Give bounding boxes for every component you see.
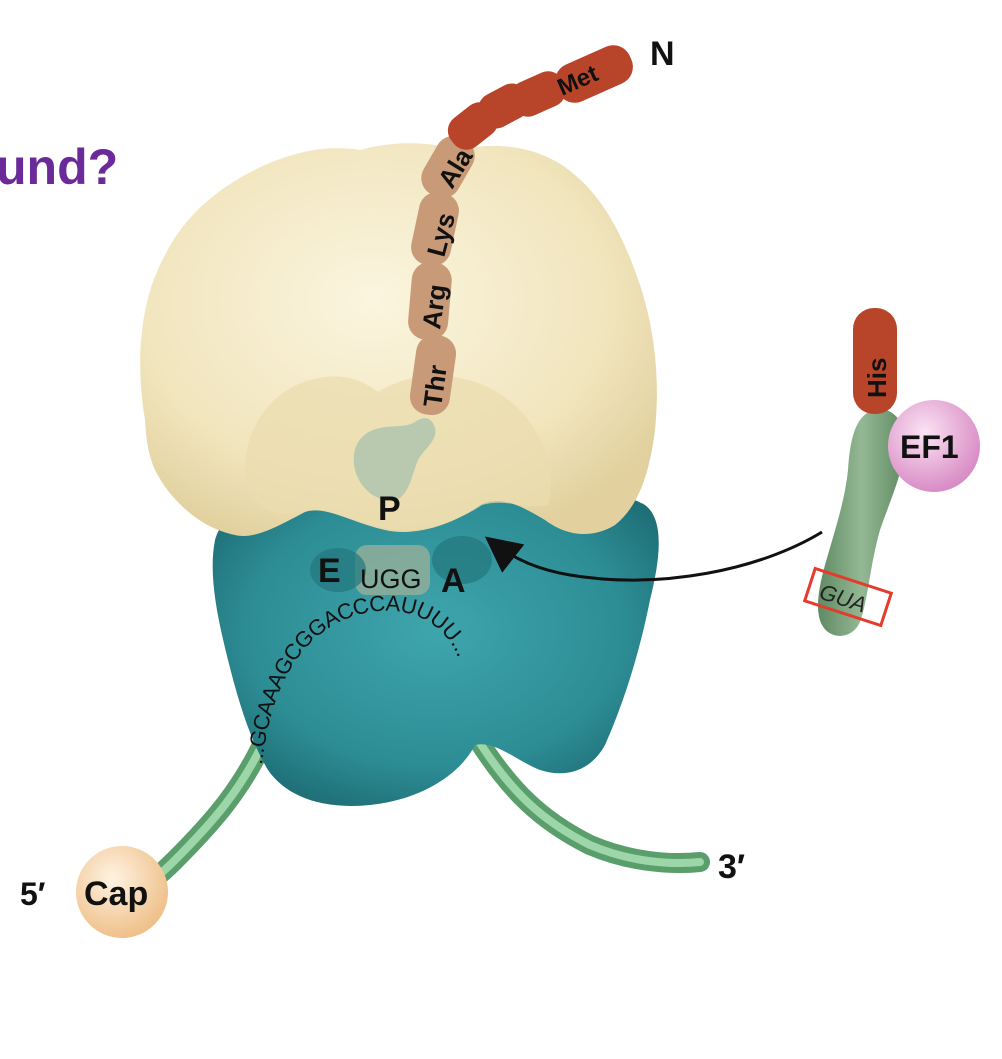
residue-thr (409, 334, 457, 416)
e-site-codon-label: UGG (360, 564, 422, 594)
mrna-3prime-strand-highlight (474, 736, 704, 867)
residue-lys (411, 191, 459, 267)
residue-arg (408, 261, 452, 341)
three-prime-label: 3′ (718, 848, 745, 886)
ef1-factor (888, 400, 980, 492)
residue-label-thr: Thr (417, 363, 453, 409)
small-ribosomal-subunit (212, 487, 659, 806)
five-prime-cap (76, 846, 168, 938)
cap-label: Cap (84, 875, 148, 913)
his-label: His (862, 358, 892, 398)
trna-delivery-arrow (484, 530, 823, 582)
e-site-label: E (318, 552, 341, 590)
e-site-trna-stub (355, 545, 430, 595)
residue-unlabeled (510, 71, 566, 117)
residue-label-arg: Arg (416, 282, 452, 331)
residue-met (555, 45, 633, 103)
polypeptide-chain: Thr Arg Lys Ala Met (408, 45, 633, 416)
trna-body (818, 409, 905, 636)
n-terminus-label: N (650, 35, 675, 73)
ef1-label: EF1 (900, 429, 959, 465)
incoming-aminoacyl-trna: His EF1 GUA (802, 308, 980, 636)
e-site-pocket (310, 548, 366, 592)
five-prime-label: 5′ (20, 876, 46, 912)
residue-ala (421, 135, 475, 199)
slide-heading-fragment: und? (0, 139, 119, 195)
anticodon-highlight-box (802, 566, 894, 628)
p-site-label: P (378, 490, 401, 528)
a-site-label: A (441, 562, 466, 600)
a-site-pocket (432, 536, 492, 584)
p-site-trna (353, 418, 436, 501)
his-amino-acid (853, 308, 897, 414)
